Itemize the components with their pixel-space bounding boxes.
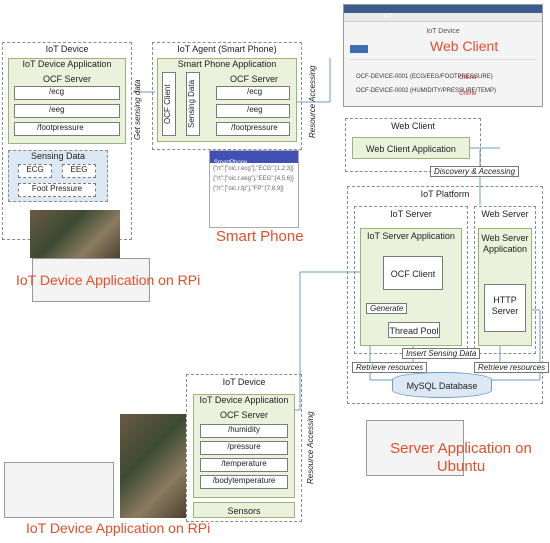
ubuntu-screenshot: [366, 420, 464, 476]
browser-tab: IoT: [384, 14, 393, 20]
browser-divider: [350, 59, 536, 60]
browser-addressbar: [344, 13, 542, 22]
browser-status-1: Online: [459, 75, 477, 81]
rpi-screen-bottom: [4, 462, 114, 518]
iot-agent: IoT Agent (Smart Phone): [152, 42, 302, 150]
discovery-accessing-tag: Discovery & Accessing: [430, 166, 520, 177]
web-client-caption: Web Client: [430, 38, 499, 54]
browser-status-2: Online: [459, 91, 477, 97]
web-client-title: Web Client: [391, 121, 435, 131]
thread-pool: Thread Pool: [388, 322, 440, 338]
get-sensing-data-label: Get sensing data: [133, 79, 142, 141]
platform-ocf-client: OCF Client: [383, 256, 443, 290]
iot-device-bottom: IoT Device: [186, 374, 302, 522]
iot-device-app-bottom-title: IoT Device Application: [199, 395, 289, 405]
web-client-box: Web Client: [345, 118, 481, 172]
agent-resource-eeg: /eeg: [216, 104, 290, 118]
rpi-caption-bottom: IoT Device Application on RPi: [26, 520, 211, 536]
agent-ocf-client: OCF Client: [162, 72, 176, 136]
iot-server-title: IoT Server: [390, 209, 432, 219]
smart-phone-caption: Smart Phone: [216, 228, 304, 245]
resource-accessing-label-bottom: Resource Accessing: [306, 411, 315, 485]
web-client-app: Web Client Application: [352, 137, 470, 159]
agent-sensing-data: Sensing Data: [186, 72, 200, 136]
web-server-app-label: Web Server Application: [481, 233, 529, 254]
agent-resource-ecg: /ecg: [216, 86, 290, 100]
browser-row-2: OCF-DEVICE-0002 (HUMIDITY/PRESSURE/TEMP): [356, 88, 497, 94]
rpi-screen-top: [32, 258, 150, 302]
sensing-eeg: EEG: [62, 164, 96, 178]
sensing-data-title: Sensing Data: [30, 151, 86, 161]
mysql-database: MySQL Database: [392, 372, 492, 398]
server-caption: Server Application on Ubuntu: [390, 440, 532, 475]
iot-server-app-title: IoT Server Application: [367, 231, 455, 241]
iot-platform: IoT Platform: [347, 186, 543, 404]
browser-button: [350, 45, 368, 53]
resource-temperature: /temperature: [200, 458, 288, 472]
ocf-server-label-bottom: OCF Server: [219, 410, 268, 420]
resource-eeg-top: /eeg: [14, 104, 120, 118]
iot-agent-title: IoT Agent (Smart Phone): [177, 44, 277, 54]
sensors-box: Sensors: [193, 502, 295, 518]
phone-appbar: SmartPhone: [210, 151, 298, 166]
web-server-title: Web Server: [481, 209, 529, 219]
browser-heading: IoT Device: [426, 28, 460, 35]
browser-tabbar: IoT: [344, 5, 542, 20]
agent-resource-footpressure: /footpressure: [216, 122, 290, 136]
retrieve-resources-tag-left: Retrieve resources: [352, 362, 428, 373]
phone-app-name: SmartPhone: [214, 160, 248, 166]
resource-pressure: /pressure: [200, 441, 288, 455]
iot-device-bottom-title: IoT Device: [222, 377, 266, 387]
retrieve-resources-tag-right: Retrieve resources: [474, 362, 550, 373]
rpi-photo-bottom: [120, 414, 186, 518]
agent-ocf-server-label: OCF Server: [229, 74, 278, 84]
smart-phone-screenshot: SmartPhone {"rt":["oic.r.ecg"],"ECG":[1,…: [209, 150, 299, 228]
resource-bodytemperature: /bodytemperature: [200, 475, 288, 489]
sensing-footpressure: Foot Pressure: [18, 183, 96, 197]
iot-device-app-title: IoT Device Application: [22, 59, 112, 69]
web-server: Web Server: [474, 206, 536, 354]
web-client-screenshot: IoT IoT Device OCF-DEVICE-0001 (ECG/EEG/…: [343, 4, 543, 107]
generate-tag: Generate: [366, 303, 408, 314]
resource-accessing-label-top: Resource Accessing: [308, 65, 317, 139]
resource-ecg-top: /ecg: [14, 86, 120, 100]
resource-humidity: /humidity: [200, 424, 288, 438]
rpi-photo-top: [30, 210, 120, 258]
smart-phone-app-title: Smart Phone Application: [177, 59, 277, 69]
phone-line-3: {"rt":["oic.r.fp"],"FP":[7,8,9]}: [213, 186, 284, 192]
http-server: HTTP Server: [484, 284, 526, 332]
phone-line-2: {"rt":["oic.r.eeg"],"EEG":[4,5,6]}: [213, 176, 294, 182]
ocf-server-label-top: OCF Server: [42, 74, 91, 84]
resource-footpressure-top: /footpressure: [14, 122, 120, 136]
phone-line-1: {"rt":["oic.r.ecg"],"ECG":[1,2,3]}: [213, 166, 294, 172]
sensing-ecg: ECG: [18, 164, 52, 178]
rpi-caption-top: IoT Device Application on RPi: [16, 272, 201, 288]
browser-row-1: OCF-DEVICE-0001 (ECG/EEG/FOOTPRESSURE): [356, 74, 493, 80]
iot-platform-title: IoT Platform: [420, 189, 470, 199]
iot-device-top-title: IoT Device: [45, 44, 89, 54]
insert-sensing-data-tag: Insert Sensing Data: [402, 348, 481, 359]
